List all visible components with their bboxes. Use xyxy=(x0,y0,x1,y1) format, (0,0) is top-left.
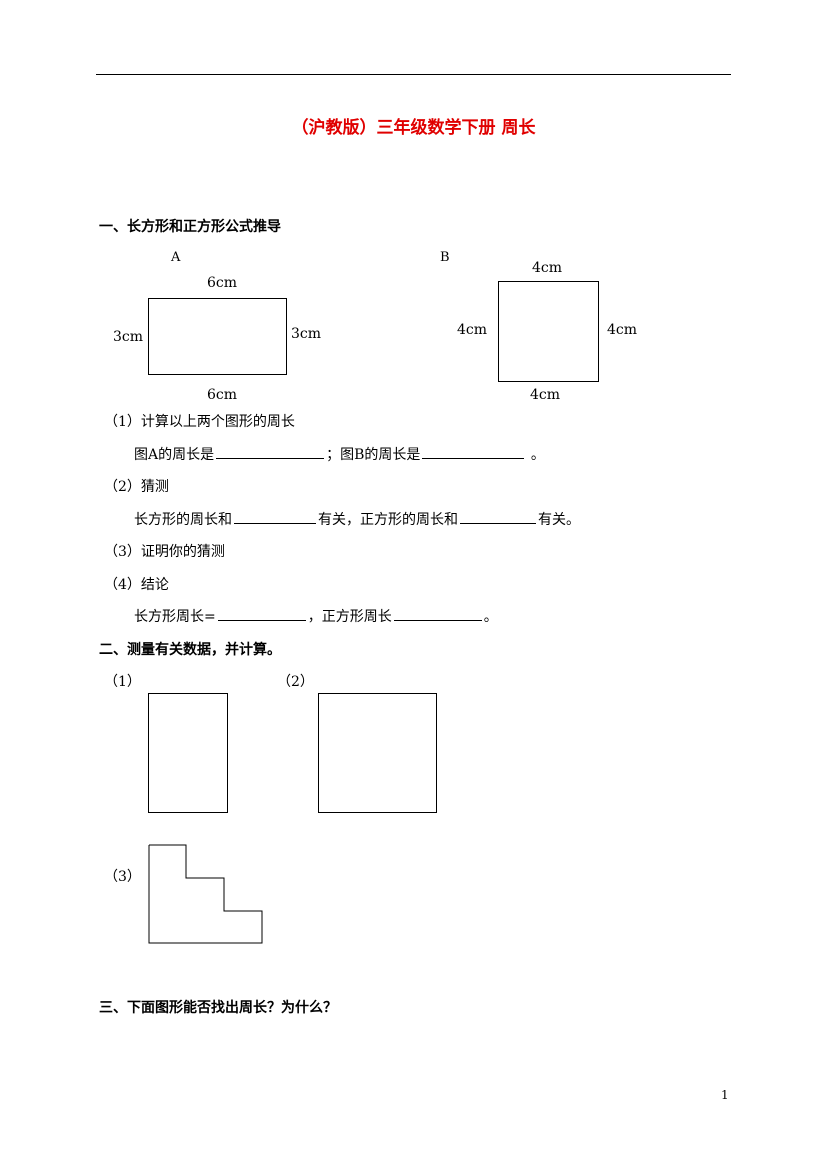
section2-label-1: （1） xyxy=(104,674,141,690)
q2-blank-b[interactable] xyxy=(460,509,536,524)
figB-bottom-dim: 4cm xyxy=(530,387,561,403)
figA-left-dim: 3cm xyxy=(113,329,144,345)
section2-label-2: （2） xyxy=(277,674,314,690)
section3-heading: 三、下面图形能否找出周长？为什么？ xyxy=(99,1000,337,1016)
section2-label-3: （3） xyxy=(104,869,141,885)
figB-left-dim: 4cm xyxy=(457,322,488,338)
figB-square xyxy=(498,281,599,382)
q2-part-b: 有关，正方形的周长和 xyxy=(318,512,458,528)
q3-text: （3）证明你的猜测 xyxy=(104,544,225,560)
header-rule xyxy=(96,74,731,75)
q2-text: （2）猜测 xyxy=(104,479,169,495)
figA-label: A xyxy=(171,250,181,265)
q1-text: （1）计算以上两个图形的周长 xyxy=(104,414,295,430)
q4-answer-line: 长方形周长= ，正方形周长 。 xyxy=(134,606,498,626)
q1-end: 。 xyxy=(530,447,545,463)
page-number: 1 xyxy=(721,1088,729,1102)
q1-part-b: ；图B的周长是 xyxy=(326,447,421,463)
q1-answer-line: 图A的周长是 ；图B的周长是 。 xyxy=(134,444,545,464)
section2-heading: 二、测量有关数据，并计算。 xyxy=(99,642,281,658)
figB-top-dim: 4cm xyxy=(532,260,563,276)
staircase-shape xyxy=(148,844,263,944)
measure-rectangle xyxy=(148,693,228,813)
section1-heading: 一、长方形和正方形公式推导 xyxy=(99,219,281,235)
figA-rectangle xyxy=(148,298,287,375)
q4-part-b: ，正方形周长 xyxy=(307,609,392,625)
q2-part-c: 有关。 xyxy=(538,512,580,528)
q4-end: 。 xyxy=(483,609,498,625)
measure-square xyxy=(318,693,437,813)
q1-blank-b[interactable] xyxy=(422,444,525,459)
q4-text: （4）结论 xyxy=(104,577,169,593)
q1-blank-a[interactable] xyxy=(216,444,325,459)
q2-answer-line: 长方形的周长和 有关，正方形的周长和 有关。 xyxy=(134,509,580,529)
q1-part-a: 图A的周长是 xyxy=(134,447,215,463)
figA-right-dim: 3cm xyxy=(291,326,322,342)
q4-blank-a[interactable] xyxy=(217,606,306,621)
q2-part-a: 长方形的周长和 xyxy=(134,512,232,528)
figB-label: B xyxy=(440,250,450,265)
q2-blank-a[interactable] xyxy=(234,509,316,524)
figA-bottom-dim: 6cm xyxy=(207,387,238,403)
q4-part-a: 长方形周长= xyxy=(134,609,216,625)
figB-right-dim: 4cm xyxy=(607,322,638,338)
q4-blank-b[interactable] xyxy=(393,606,482,621)
page-title: （沪教版）三年级数学下册 周长 xyxy=(291,118,536,138)
figA-top-dim: 6cm xyxy=(207,275,238,291)
